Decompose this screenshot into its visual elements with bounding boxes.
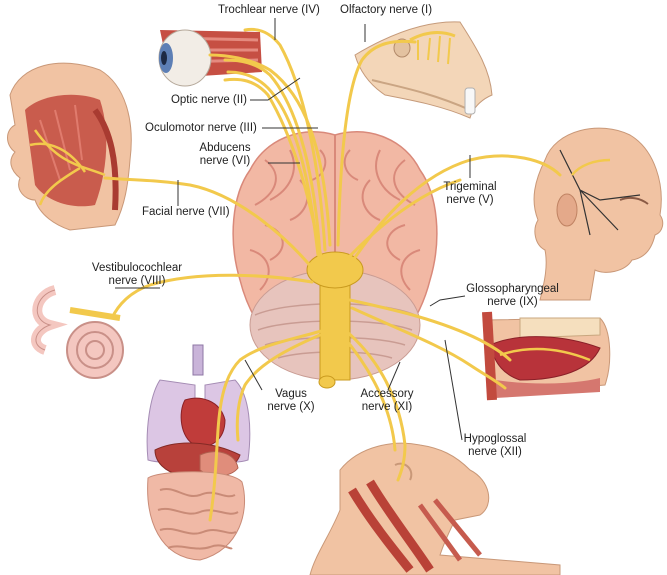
label-trigeminal-line2: nerve (V) bbox=[446, 194, 494, 206]
label-trochlear-nerve: Trochlear nerve (IV) bbox=[218, 4, 320, 16]
label-facial-nerve: Facial nerve (VII) bbox=[142, 206, 230, 218]
oral-cavity-illustration bbox=[482, 311, 611, 401]
label-accessory-line2: nerve (XI) bbox=[361, 401, 413, 413]
eye-illustration bbox=[158, 29, 262, 87]
label-hypoglossal-line1: Hypoglossal bbox=[463, 433, 527, 445]
label-glossopharyngeal-line2: nerve (IX) bbox=[487, 296, 538, 308]
label-glossopharyngeal-nerve: Glossopharyngeal nerve (IX) bbox=[455, 283, 570, 309]
label-hypoglossal-line2: nerve (XII) bbox=[468, 446, 522, 458]
left-face-illustration bbox=[7, 62, 132, 231]
label-vestibulocochlear-line2: nerve (VIII) bbox=[108, 275, 166, 287]
label-olfactory-nerve: Olfactory nerve (I) bbox=[340, 4, 433, 16]
label-trigeminal-line1: Trigeminal bbox=[443, 181, 497, 193]
right-head-illustration bbox=[533, 127, 664, 301]
label-vestibulocochlear-line1: Vestibulocochlear bbox=[91, 262, 183, 274]
label-abducens-line2: nerve (VI) bbox=[199, 155, 251, 167]
label-accessory-line1: Accessory bbox=[360, 388, 414, 400]
label-vagus-line2: nerve (X) bbox=[267, 401, 315, 413]
label-accessory-nerve: Accessory nerve (XI) bbox=[352, 388, 422, 414]
label-glossopharyngeal-line1: Glossopharyngeal bbox=[466, 283, 559, 295]
nerve-fibers bbox=[103, 27, 562, 522]
brain-illustration bbox=[232, 131, 438, 389]
label-vestibulocochlear-nerve: Vestibulocochlear nerve (VIII) bbox=[82, 262, 192, 288]
label-optic-nerve: Optic nerve (II) bbox=[170, 94, 247, 106]
label-abducens-line1: Abducens bbox=[199, 142, 251, 154]
leader-lines bbox=[115, 18, 471, 441]
label-hypoglossal-nerve: Hypoglossal nerve (XII) bbox=[455, 433, 535, 459]
inner-ear-illustration bbox=[31, 285, 124, 379]
thoracic-abdominal-organs-illustration bbox=[146, 344, 251, 561]
label-oculomotor-nerve: Oculomotor nerve (III) bbox=[145, 122, 257, 134]
neck-shoulder-illustration bbox=[309, 442, 561, 575]
nasal-cavity-illustration bbox=[354, 21, 493, 119]
label-vagus-nerve: Vagus nerve (X) bbox=[260, 388, 322, 414]
label-trigeminal-nerve: Trigeminal nerve (V) bbox=[430, 181, 510, 207]
label-abducens-nerve: Abducens nerve (VI) bbox=[180, 142, 270, 168]
label-vagus-line1: Vagus bbox=[275, 388, 307, 400]
